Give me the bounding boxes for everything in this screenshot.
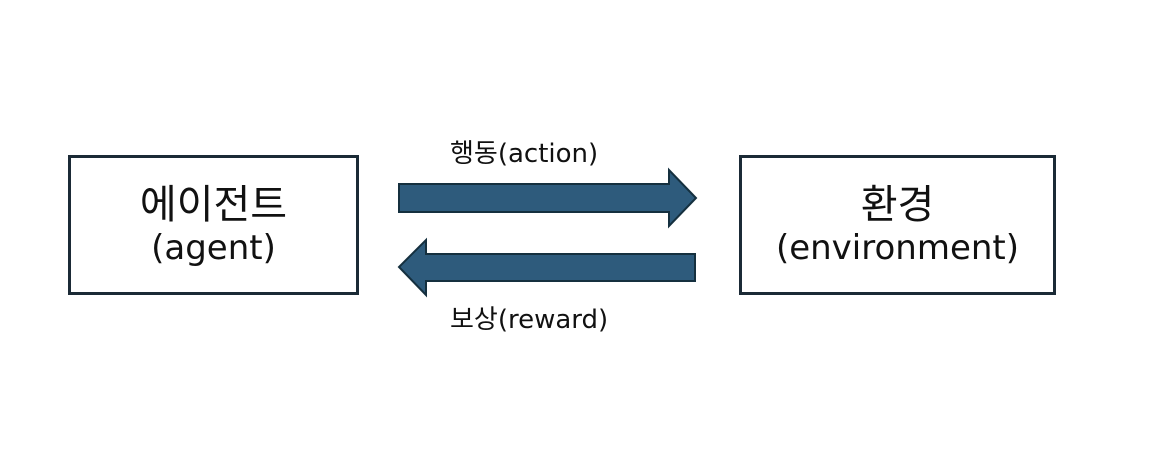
action-label: 행동(action)	[450, 139, 599, 169]
reward-arrow-left	[397, 237, 696, 298]
agent-title: 에이전트	[139, 181, 288, 228]
environment-box: 환경 (environment)	[739, 155, 1056, 295]
environment-subtitle: (environment)	[775, 227, 1020, 268]
environment-title: 환경	[860, 181, 935, 228]
reward-label: 보상(reward)	[450, 305, 609, 335]
agent-box: 에이전트 (agent)	[68, 155, 359, 295]
agent-subtitle: (agent)	[151, 227, 276, 268]
action-arrow-right	[398, 167, 698, 229]
